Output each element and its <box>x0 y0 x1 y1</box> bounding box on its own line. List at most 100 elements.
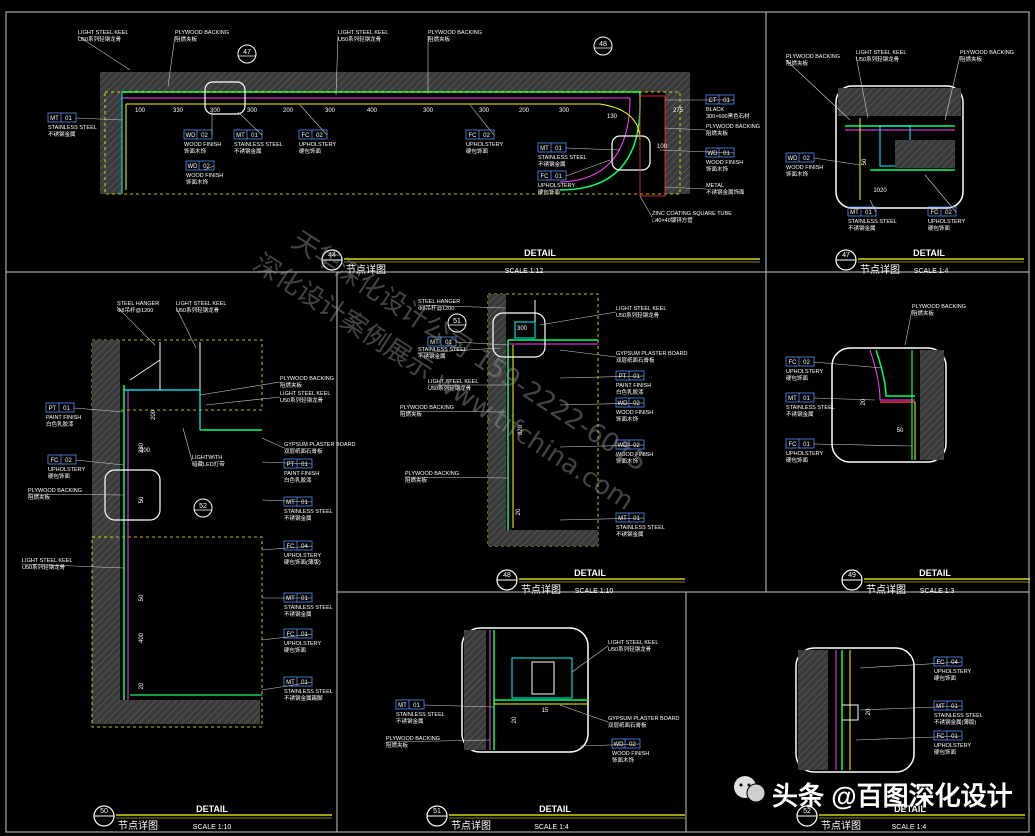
leader-line <box>469 104 495 136</box>
leader-line <box>261 437 285 449</box>
material-label: STAINLESS STEEL <box>284 605 333 611</box>
material-label: PLYWOOD BACKING <box>428 30 482 36</box>
leader-line <box>813 397 876 401</box>
dimension-value: 20 <box>139 682 145 689</box>
leader-line <box>813 443 913 447</box>
material-label-cn: Φ8吊杆@1200 <box>418 304 454 312</box>
material-label: GYPSUM PLASTER BOARD <box>608 716 680 722</box>
material-tag-box <box>185 160 215 171</box>
material-label: WOOD FINISH <box>786 165 823 171</box>
material-tag-code: CT <box>709 98 717 104</box>
material-label: PLYWOOD BACKING <box>706 124 760 130</box>
material-label: UPHOLSTERY <box>284 641 322 647</box>
material-label: WOOD FINISH <box>616 452 653 458</box>
material-tag-box <box>427 336 457 347</box>
material-tag-number: 04 <box>301 544 308 550</box>
material-tag-box <box>47 454 77 465</box>
detail-title: DETAIL <box>919 568 951 578</box>
dimension-value: 50 <box>139 496 145 503</box>
material-label-cn: Φ8吊杆@1200 <box>117 306 153 314</box>
material-tag-box <box>705 94 735 105</box>
material-tag-box <box>283 676 313 687</box>
detail-number: 48 <box>503 572 511 579</box>
material-label-cn: 不锈钢金属 <box>234 147 262 155</box>
material-tag-number: 01 <box>723 98 730 104</box>
material-label-cn: 不锈钢金属 <box>48 130 76 138</box>
leader-line <box>855 735 963 741</box>
material-tag-box <box>785 356 815 367</box>
dimension-value: 300 <box>423 108 434 114</box>
material-label-cn: 不锈钢金属饰面 <box>706 188 745 196</box>
material-tag-box <box>233 129 263 140</box>
dimension-value: 300 <box>517 326 528 332</box>
material-label: STAINLESS STEEL <box>234 142 283 148</box>
material-label-cn: 不锈钢金属 <box>848 224 876 232</box>
material-tag-code: MT <box>618 516 627 522</box>
reference-bubble-number: 48 <box>599 41 607 48</box>
material-label-cn: U50系列轻钢龙骨 <box>616 311 660 319</box>
material-label-cn: 不锈钢金属 <box>786 410 814 418</box>
material-tag-number: 01 <box>445 340 452 346</box>
material-tag-box <box>927 206 957 217</box>
detail-title-cn: 节点详图 <box>451 819 491 832</box>
dimension-value: 300 <box>479 108 490 114</box>
watermark-line-1: 天华深化设计公司 159-2222-6015 <box>286 226 652 478</box>
material-label: STAINLESS STEEL <box>418 347 467 353</box>
material-label-cn: 硬包饰面(薄版) <box>284 558 321 566</box>
detail-scale: SCALE 1:3 <box>920 588 955 595</box>
material-tag-code: WD <box>188 164 199 170</box>
material-tag-number: 01 <box>633 516 640 522</box>
material-label: STAINLESS STEEL <box>934 713 983 719</box>
material-label: LIGHT STEEL KEEL <box>22 558 72 564</box>
leader-line <box>559 444 645 448</box>
material-tag-box <box>47 112 77 123</box>
material-label-cn: 双层纸面石膏板 <box>284 447 323 455</box>
material-tag-box <box>933 730 963 741</box>
credit-badge: 头条 @百图深化设计 <box>734 776 1013 811</box>
reference-bubble <box>447 313 467 333</box>
material-tag-code: MT <box>850 210 859 216</box>
material-label: UPHOLSTERY <box>284 553 322 559</box>
leader-line <box>559 402 645 406</box>
dimension-value: 15 <box>542 708 549 714</box>
material-label: ZINC COATING SQUARE TUBE <box>652 211 732 217</box>
material-label: PLYWOOD BACKING <box>786 54 840 60</box>
leader-line <box>944 55 961 121</box>
material-tag-number: 01 <box>301 500 308 506</box>
material-label-cn: 硬包饰面 <box>299 147 322 155</box>
material-label: UPHOLSTERY <box>466 142 504 148</box>
material-label: GYPSUM PLASTER BOARD <box>616 351 688 357</box>
detail-title: DETAIL <box>539 804 571 814</box>
material-label-cn: U50系列轻钢龙骨 <box>22 563 66 571</box>
leader-line <box>203 165 215 171</box>
material-tag-number: 02 <box>483 133 490 139</box>
material-callout: ZINC COATING SQUARE TUBE□40×40镀锌方管 <box>639 195 732 224</box>
material-tag-code: FC <box>469 133 478 139</box>
material-label: WOOD FINISH <box>612 751 649 757</box>
material-tag-number: 02 <box>629 742 636 748</box>
material-label-cn: 阻燃夹板 <box>400 410 423 418</box>
material-tag-code: PT <box>49 406 57 412</box>
dimension-value: 400 <box>367 108 378 114</box>
material-tag-code: FC <box>302 133 311 139</box>
dimension-value: 20 <box>866 708 872 715</box>
leader-line <box>904 309 913 346</box>
